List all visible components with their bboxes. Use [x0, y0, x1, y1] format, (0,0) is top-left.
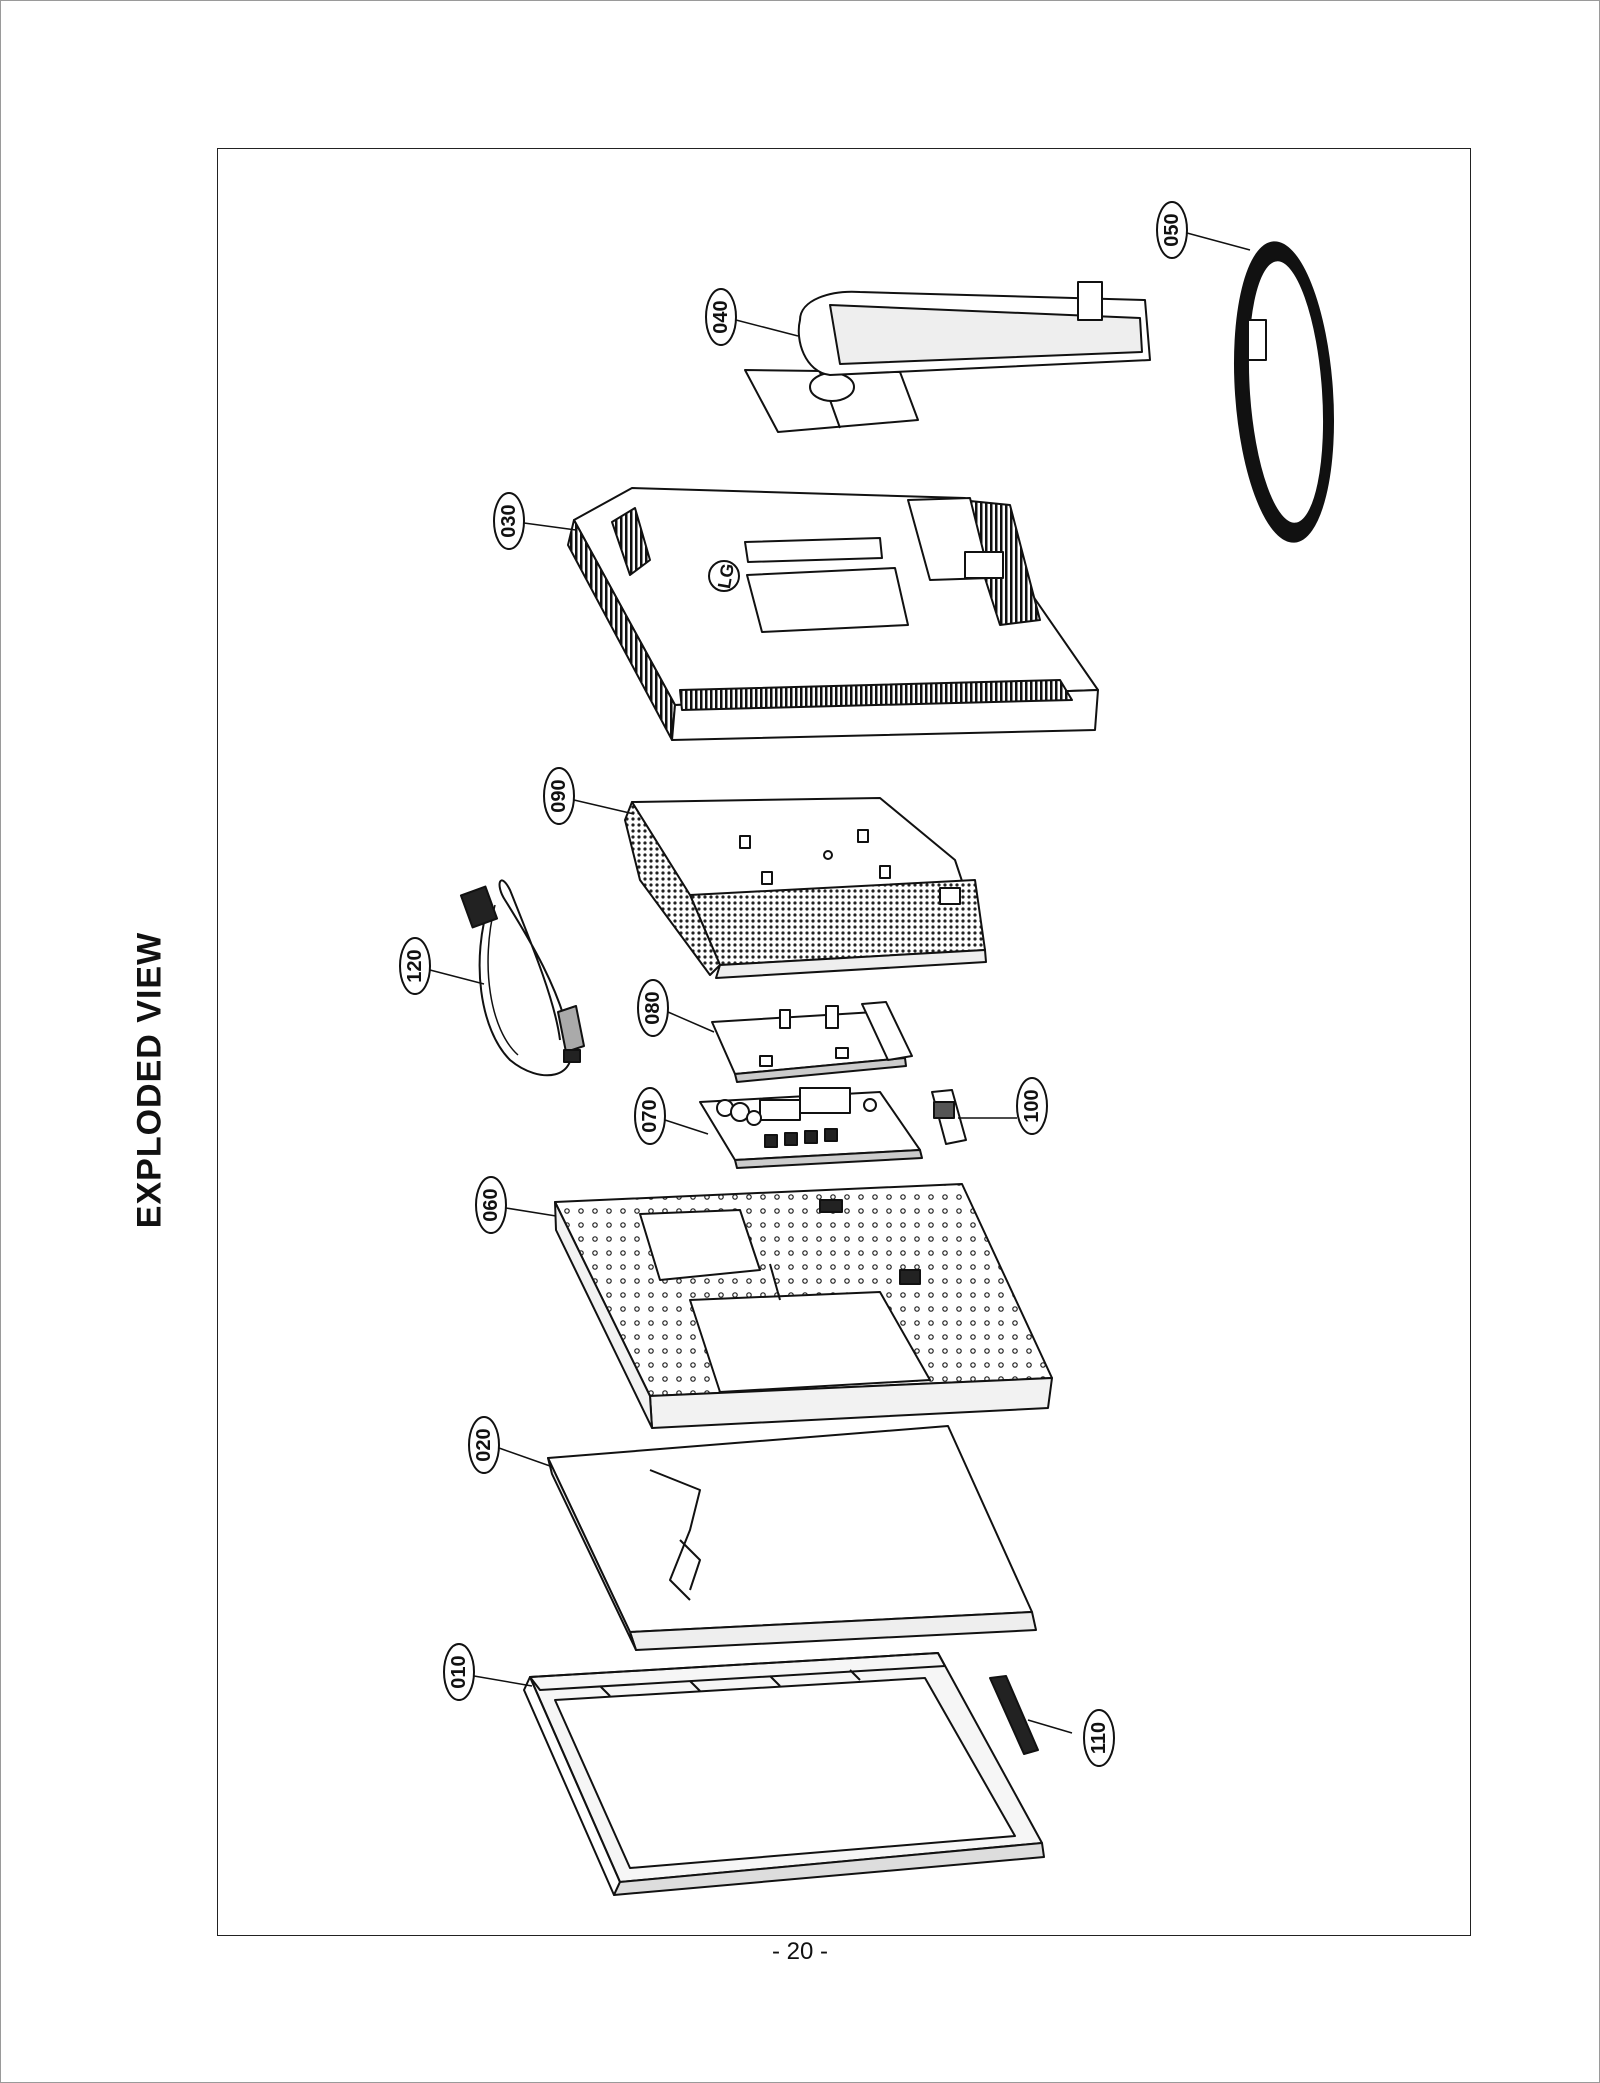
callout-060-oval	[475, 1176, 507, 1234]
callout-080-oval	[637, 979, 669, 1037]
callouts	[399, 201, 1188, 1767]
callout-100: 100	[1021, 1089, 1043, 1122]
part-050-stand-base	[1233, 241, 1335, 543]
callout-030: 030	[498, 504, 520, 537]
callout-020: 020	[473, 1428, 495, 1461]
leader-lines	[429, 232, 1251, 1734]
callout-110-oval	[1083, 1709, 1115, 1767]
part-040-stand-neck	[744, 281, 1151, 433]
part-110-control-board	[989, 1675, 1039, 1755]
callout-040-oval	[705, 288, 737, 346]
page-number: - 20 -	[771, 1938, 828, 1965]
callout-050-oval	[1156, 201, 1188, 259]
part-060-main-frame	[554, 1183, 1053, 1429]
callout-070: 070	[639, 1099, 661, 1132]
callout-050: 050	[1161, 213, 1183, 246]
part-010-front-bezel	[523, 1652, 1045, 1896]
diagram-frame	[217, 148, 1471, 1936]
part-080-main-board	[711, 1001, 913, 1083]
callout-040: 040	[710, 300, 732, 333]
callout-100-oval	[1016, 1077, 1048, 1135]
callout-120-oval	[399, 937, 431, 995]
callout-090-oval	[543, 767, 575, 825]
callout-080: 080	[642, 991, 664, 1024]
callout-060: 060	[480, 1188, 502, 1221]
part-090-shield-cover	[624, 797, 987, 979]
callout-110: 110	[1088, 1722, 1110, 1754]
callout-010-oval	[443, 1643, 475, 1701]
callout-070-oval	[634, 1087, 666, 1145]
part-020-lcd-panel	[547, 1425, 1037, 1651]
callout-090: 090	[548, 779, 570, 812]
callout-030-oval	[493, 492, 525, 550]
part-120-power-cord	[459, 879, 585, 1077]
part-030-back-cover	[567, 487, 1099, 741]
callout-010: 010	[448, 1655, 470, 1688]
callout-020-oval	[468, 1416, 500, 1474]
part-070-power-board	[699, 1087, 923, 1169]
part-100-connector-bracket	[931, 1089, 967, 1145]
lg-logo: LG	[714, 562, 738, 590]
callout-120: 120	[404, 949, 426, 982]
